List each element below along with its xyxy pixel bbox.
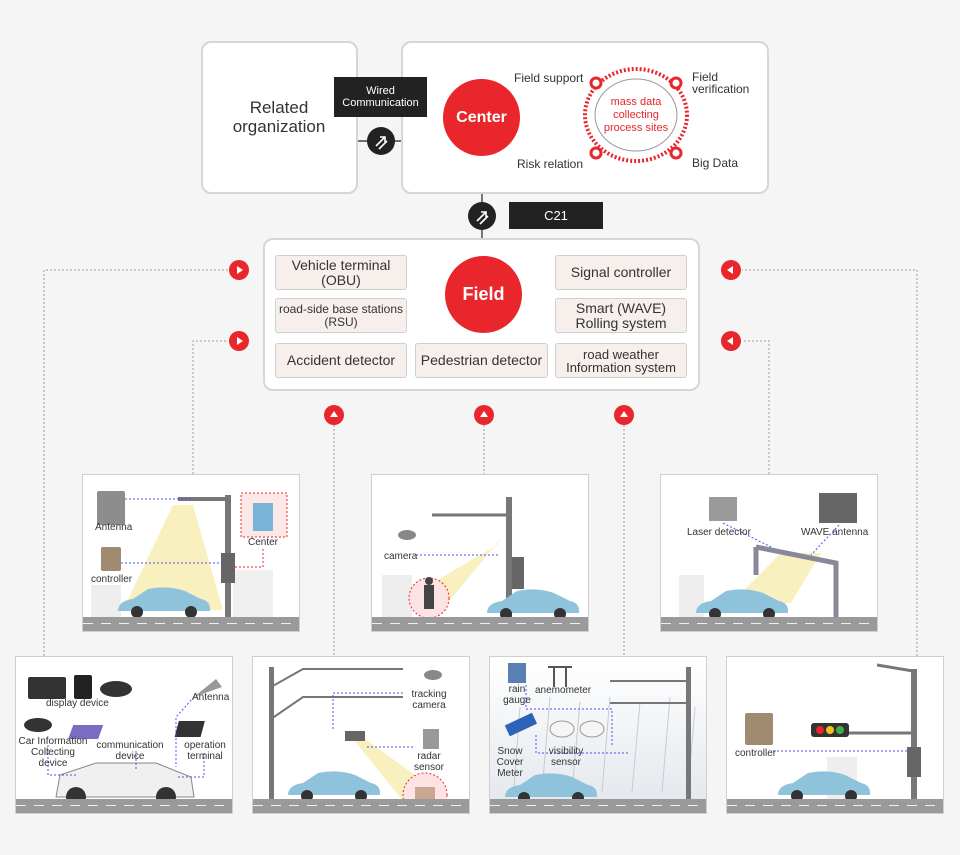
big-data-label: Big Data <box>692 156 739 170</box>
pedestrian-detector: Pedestrian detector <box>415 343 548 378</box>
controller-label: controller <box>735 748 777 759</box>
operation-terminal-label: operation terminal <box>184 740 226 762</box>
arrow-right-icon <box>229 260 249 280</box>
display-device-label: display device <box>46 698 109 709</box>
signal-controller: Signal controller <box>555 255 687 290</box>
anemometer-label: anemometer <box>535 685 592 696</box>
arrow-up-icon <box>324 405 344 425</box>
exchange-icon-wired <box>367 127 395 155</box>
road <box>372 617 588 631</box>
laser-detector-label: Laser detector <box>687 527 751 538</box>
camera-label: camera <box>384 551 418 562</box>
field-circle: Field <box>445 256 522 333</box>
arrow-up-icon <box>614 405 634 425</box>
road <box>83 617 299 631</box>
snow-cover-meter-label: Snow Cover Meter <box>496 746 524 779</box>
panel-pedestrian-scene: camera <box>371 474 589 632</box>
road <box>727 799 943 813</box>
mass-data-text: mass data collecting process sites <box>603 96 669 134</box>
smart-wave-rolling-system: Smart (WAVE) Rolling system <box>555 298 687 333</box>
car-icon <box>482 585 582 621</box>
arrow-right-icon <box>229 331 249 351</box>
car-icon <box>773 767 873 803</box>
wave-antenna-label: WAVE antenna <box>801 527 869 538</box>
related-organization-box: Related organization <box>201 41 358 194</box>
antenna-label: Antenna <box>192 692 230 703</box>
center-small-label: Center <box>248 537 279 548</box>
rain-gauge-label: rain gauge <box>503 684 531 706</box>
wired-communication-tag: Wired Communication <box>334 77 427 117</box>
arrow-up-icon <box>474 405 494 425</box>
road <box>661 617 877 631</box>
road <box>16 799 232 813</box>
field-support-label: Field support <box>514 71 584 85</box>
panel-wave-scene: Laser detector WAVE antenna <box>660 474 878 632</box>
exchange-icon-c21 <box>468 202 496 230</box>
radar-sensor-label: radar sensor <box>413 751 444 773</box>
panel-weather-scene: rain gauge anemometer Snow Cover Meter v… <box>489 656 707 814</box>
panel-rsu-scene: Antenna controller Center <box>82 474 300 632</box>
panel-vehicle-scene: display device Antenna Car Information C… <box>15 656 233 814</box>
car-icon <box>283 767 383 803</box>
arrow-left-icon <box>721 260 741 280</box>
road <box>490 799 706 813</box>
car-icon <box>691 585 791 621</box>
panel-radar-scene: tracking camera radar sensor <box>252 656 470 814</box>
antenna-label: Antenna <box>95 522 133 533</box>
road-weather-information-system: road weather Information system <box>555 343 687 378</box>
center-circle: Center <box>443 79 520 156</box>
c21-tag: C21 <box>509 202 603 229</box>
controller-label: controller <box>91 574 133 585</box>
visibility-sensor-label: visibility sensor <box>548 746 584 768</box>
communication-device-label: communication device <box>96 740 164 762</box>
accident-detector: Accident detector <box>275 343 407 378</box>
related-organization-label: Related organization <box>232 98 326 136</box>
car-icon <box>113 583 213 619</box>
road-side-base-stations: road-side base stations (RSU) <box>275 298 407 333</box>
field-verification-label: Field verification <box>692 70 750 96</box>
tracking-camera-label: tracking camera <box>411 689 447 711</box>
car-information-label: Car Information Collecting device <box>18 736 88 769</box>
road <box>253 799 469 813</box>
vehicle-terminal-obu: Vehicle terminal (OBU) <box>275 255 407 290</box>
arrow-left-icon <box>721 331 741 351</box>
mass-data-ring: mass data collecting process sites <box>580 65 692 166</box>
panel-signal-scene: controller <box>726 656 944 814</box>
risk-relation-label: Risk relation <box>517 157 584 171</box>
